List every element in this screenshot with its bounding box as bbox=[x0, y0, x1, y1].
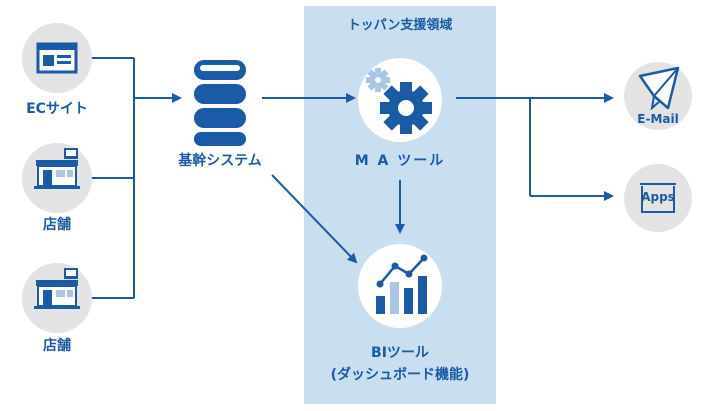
ec-site-label: ECサイト bbox=[26, 101, 88, 117]
core-system-label: 基幹システム bbox=[178, 153, 262, 169]
ma-tool-label: M A ツール bbox=[354, 153, 446, 169]
store-icon bbox=[34, 148, 80, 189]
apps-label: Apps bbox=[641, 190, 675, 204]
support-zone-title: トッパン支援領域 bbox=[347, 18, 453, 33]
store-node-2 bbox=[22, 263, 92, 333]
bi-tool-node bbox=[358, 244, 442, 328]
bar-chart-icon bbox=[376, 254, 428, 314]
gear-icon bbox=[366, 68, 432, 134]
store-label-1: 店舗 bbox=[43, 217, 71, 233]
connectors bbox=[92, 57, 614, 299]
apps-icon bbox=[640, 183, 676, 213]
ma-tool-node bbox=[358, 58, 442, 142]
store-label-2: 店舗 bbox=[43, 338, 71, 354]
database-icon bbox=[194, 60, 246, 146]
email-label: E-Mail bbox=[637, 112, 679, 126]
apps-node bbox=[624, 164, 692, 232]
bi-tool-label: BIツール bbox=[371, 345, 429, 361]
browser-window-icon bbox=[36, 42, 78, 74]
ec-site-node bbox=[22, 23, 92, 93]
bi-tool-sublabel: (ダッシュボード機能) bbox=[330, 367, 470, 383]
store-node-1 bbox=[22, 143, 92, 213]
paper-plane-icon bbox=[638, 66, 680, 111]
email-node bbox=[624, 62, 692, 130]
store-icon bbox=[34, 268, 80, 309]
